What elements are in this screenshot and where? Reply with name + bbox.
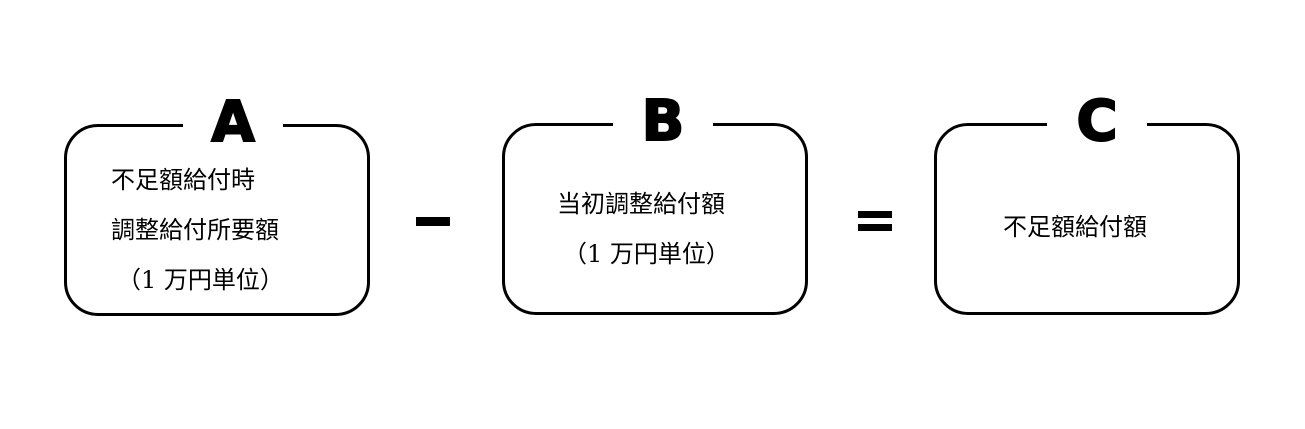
box-b-letter: B — [613, 91, 713, 153]
box-a-line-2: 調整給付所要額 — [111, 216, 279, 244]
box-a-letter: A — [183, 92, 283, 154]
minus-icon — [416, 217, 450, 226]
equals-icon-bottom-bar — [858, 224, 892, 231]
box-c: C 不足額給付額 — [934, 91, 1240, 315]
box-a: A 不足額給付時 調整給付所要額 （1 万円単位） — [64, 92, 370, 316]
box-b-line-1: 当初調整給付額 — [557, 190, 725, 218]
box-a-line-3: （1 万円単位） — [117, 266, 284, 294]
box-c-line-1: 不足額給付額 — [1003, 213, 1147, 241]
box-b: B 当初調整給付額 （1 万円単位） — [502, 91, 808, 315]
box-a-line-1: 不足額給付時 — [111, 166, 255, 194]
box-b-line-2: （1 万円単位） — [563, 240, 730, 268]
equals-icon-top-bar — [858, 211, 892, 218]
box-c-letter: C — [1047, 91, 1147, 153]
